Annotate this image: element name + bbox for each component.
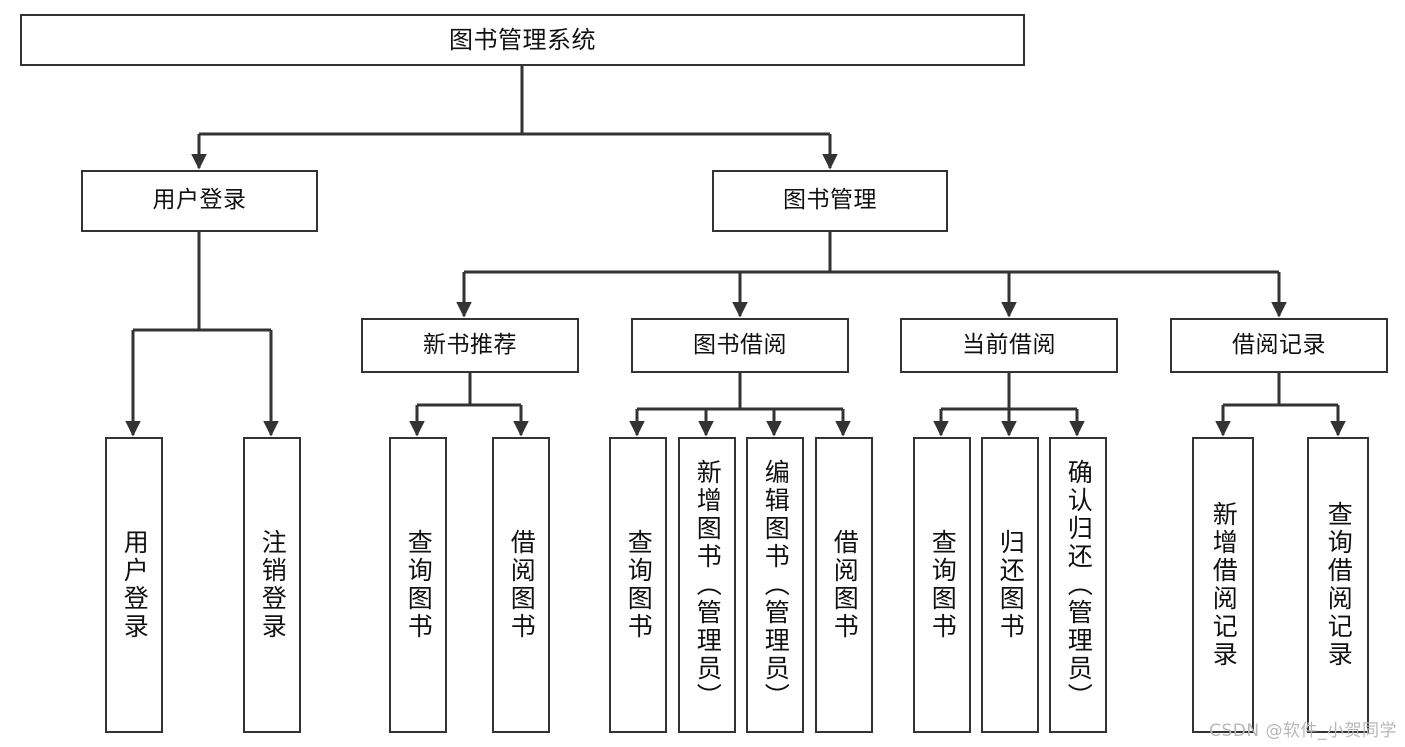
node-current-borrow[interactable]: 当前借阅 [900, 318, 1118, 373]
node-leaf-query-book-2[interactable]: 查询图书 [609, 437, 667, 733]
node-leaf-add-record[interactable]: 新增借阅记录 [1192, 437, 1254, 733]
node-leaf-query-book-1-label: 查询图书 [404, 529, 434, 641]
node-leaf-return-book-label: 归还图书 [996, 529, 1026, 641]
node-borrow-record[interactable]: 借阅记录 [1170, 318, 1388, 373]
node-leaf-add-book[interactable]: 新增图书（管理员） [678, 437, 736, 733]
node-current-borrow-label: 当前借阅 [962, 331, 1056, 358]
node-leaf-confirm-return[interactable]: 确认归还（管理员） [1049, 437, 1107, 733]
node-leaf-query-book-2-label: 查询图书 [624, 529, 654, 641]
node-new-book-recommend-label: 新书推荐 [423, 331, 517, 358]
node-leaf-return-book[interactable]: 归还图书 [981, 437, 1039, 733]
node-leaf-user-logout[interactable]: 注销登录 [243, 437, 301, 733]
node-root-label: 图书管理系统 [449, 25, 596, 54]
node-book-management[interactable]: 图书管理 [712, 170, 948, 232]
node-book-borrow-label: 图书借阅 [693, 331, 787, 358]
node-leaf-add-record-label: 新增借阅记录 [1209, 501, 1239, 669]
node-leaf-query-record[interactable]: 查询借阅记录 [1307, 437, 1369, 733]
node-leaf-user-login-label: 用户登录 [120, 529, 150, 641]
node-book-management-label: 图书管理 [783, 187, 877, 214]
node-borrow-record-label: 借阅记录 [1232, 331, 1326, 358]
node-leaf-query-record-label: 查询借阅记录 [1324, 501, 1354, 669]
node-leaf-edit-book-label: 编辑图书（管理员） [761, 459, 791, 711]
node-root[interactable]: 图书管理系统 [20, 14, 1025, 66]
node-leaf-borrow-book-2-label: 借阅图书 [830, 529, 860, 641]
node-leaf-borrow-book-1[interactable]: 借阅图书 [492, 437, 550, 733]
node-book-borrow[interactable]: 图书借阅 [631, 318, 849, 373]
csdn-watermark: CSDN @软件_小贺同学 [1209, 721, 1397, 741]
node-leaf-borrow-book-2[interactable]: 借阅图书 [815, 437, 873, 733]
node-leaf-query-book-3[interactable]: 查询图书 [913, 437, 971, 733]
node-leaf-user-login[interactable]: 用户登录 [105, 437, 163, 733]
node-user-login-label: 用户登录 [152, 187, 247, 214]
node-leaf-query-book-3-label: 查询图书 [928, 529, 958, 641]
node-new-book-recommend[interactable]: 新书推荐 [361, 318, 579, 373]
node-leaf-confirm-return-label: 确认归还（管理员） [1064, 459, 1094, 711]
node-leaf-add-book-label: 新增图书（管理员） [693, 459, 723, 711]
node-user-login[interactable]: 用户登录 [81, 170, 318, 232]
node-leaf-query-book-1[interactable]: 查询图书 [389, 437, 447, 733]
node-leaf-edit-book[interactable]: 编辑图书（管理员） [746, 437, 804, 733]
node-leaf-borrow-book-1-label: 借阅图书 [507, 529, 537, 641]
node-leaf-user-logout-label: 注销登录 [258, 529, 288, 641]
